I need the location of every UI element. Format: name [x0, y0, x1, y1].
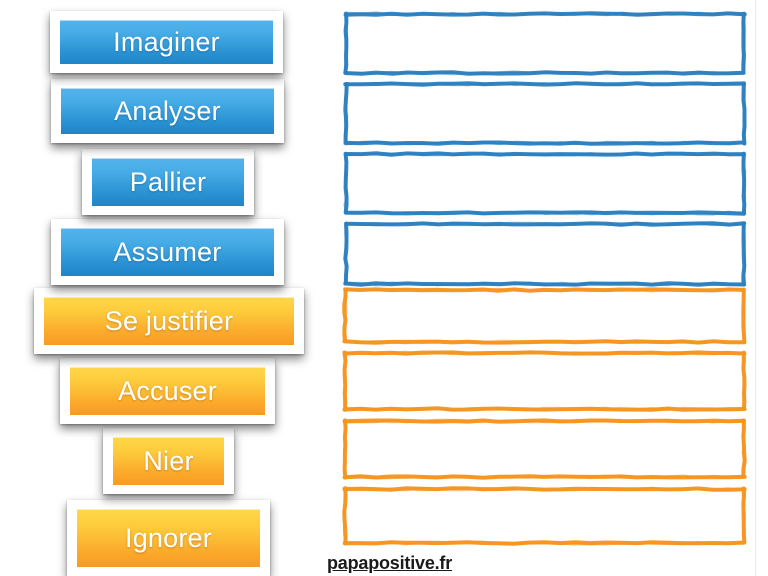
funnel-step-pill: Analyser	[61, 88, 274, 134]
funnel-step-pallier[interactable]: Pallier	[82, 149, 254, 215]
funnel-step-imaginer[interactable]: Imaginer	[50, 11, 283, 73]
note-box-2[interactable]	[343, 81, 747, 146]
right-edge-rule	[755, 0, 756, 576]
note-box-1[interactable]	[343, 11, 747, 76]
note-box-3[interactable]	[343, 151, 747, 216]
funnel-step-ignorer[interactable]: Ignorer	[67, 500, 270, 576]
funnel-step-label: Accuser	[118, 375, 217, 406]
funnel-step-label: Nier	[143, 445, 194, 476]
funnel-step-label: Ignorer	[125, 522, 212, 553]
note-box-5[interactable]	[342, 287, 747, 345]
funnel-step-pill: Assumer	[61, 228, 274, 276]
funnel-step-label: Analyser	[114, 95, 221, 126]
funnel-step-pill: Accuser	[70, 367, 265, 415]
note-box-7[interactable]	[342, 418, 747, 480]
funnel-step-label: Se justifier	[104, 305, 234, 336]
funnel-step-nier[interactable]: Nier	[103, 428, 234, 494]
note-box-8[interactable]	[342, 486, 747, 546]
funnel-step-label: Assumer	[113, 236, 222, 267]
funnel-step-analyser[interactable]: Analyser	[51, 79, 284, 143]
watermark-papapositive: papapositive.fr	[327, 553, 453, 573]
funnel-step-accuser[interactable]: Accuser	[60, 358, 275, 424]
funnel-step-pill: Nier	[113, 437, 224, 485]
funnel-step-label: Pallier	[129, 166, 207, 197]
funnel-step-se-justifier[interactable]: Se justifier	[34, 288, 304, 354]
funnel-step-pill: Pallier	[92, 158, 244, 206]
funnel-step-label: Imaginer	[113, 26, 220, 57]
funnel-step-assumer[interactable]: Assumer	[51, 219, 284, 285]
note-box-4[interactable]	[343, 221, 747, 287]
funnel-step-pill: Ignorer	[77, 509, 260, 567]
note-box-6[interactable]	[342, 350, 747, 412]
funnel-step-pill: Se justifier	[44, 297, 294, 345]
funnel-step-pill: Imaginer	[60, 20, 273, 64]
